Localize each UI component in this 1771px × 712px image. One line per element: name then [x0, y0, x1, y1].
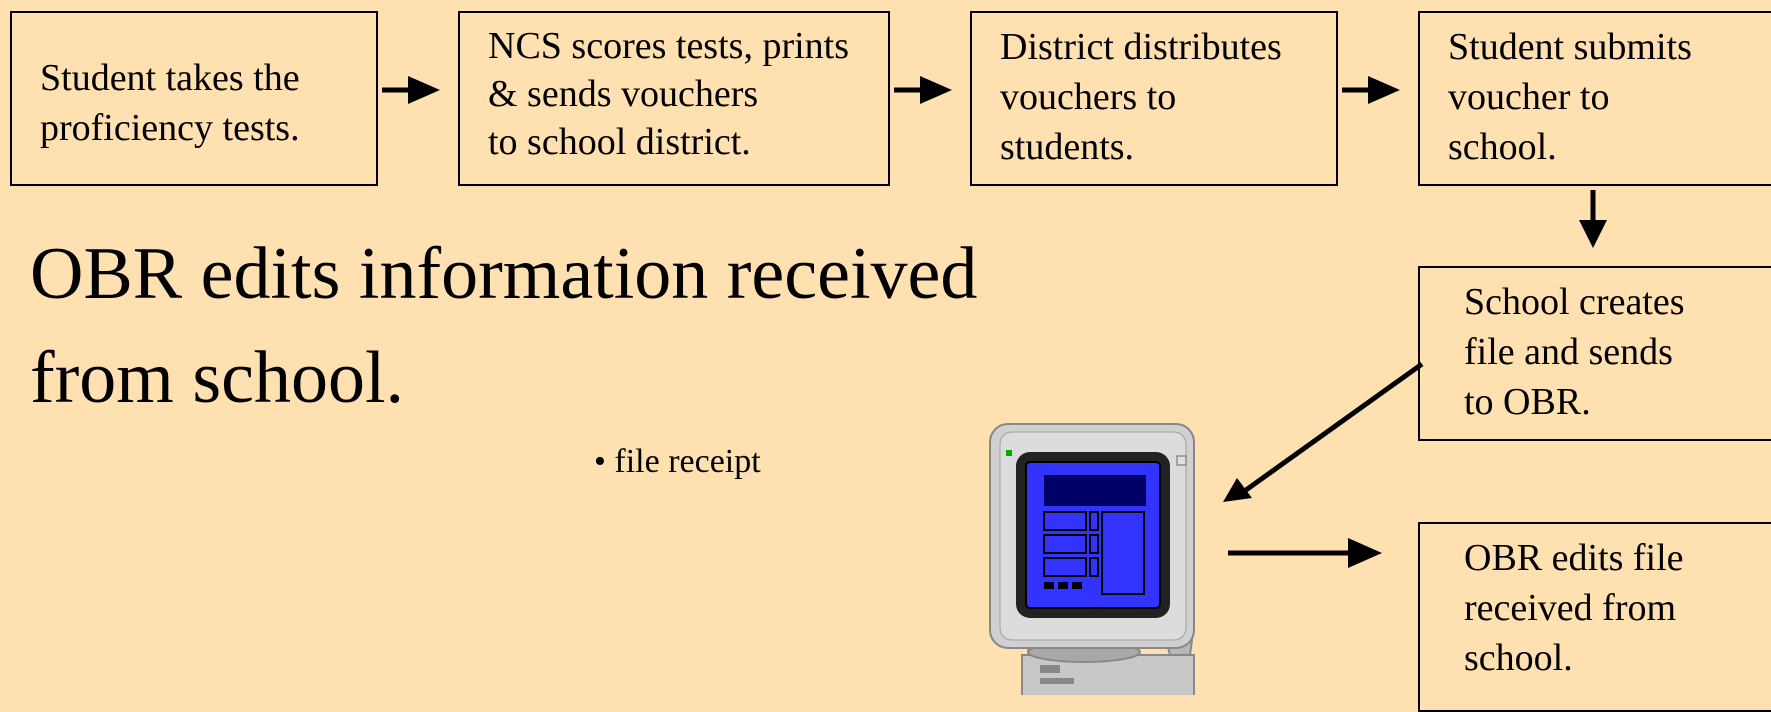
- step-text-student-takes-tests: Student takes the proficiency tests.: [40, 57, 300, 149]
- step-box-student-submits: [1418, 11, 1771, 186]
- arrow-computer-to-step6: [1228, 538, 1382, 568]
- computer-monitor-icon: [989, 423, 1195, 695]
- arrow-step5-to-computer: [1223, 361, 1424, 502]
- step-box-district-distributes: [970, 11, 1338, 186]
- step-text-district-distributes: District distributes vouchers to student…: [1000, 26, 1282, 168]
- slide-title: OBR edits information received from scho…: [30, 233, 978, 419]
- step-box-ncs-scores-tests: [458, 11, 890, 186]
- step-box-student-takes-tests: [10, 11, 378, 186]
- step-text-ncs-scores-tests: NCS scores tests, prints & sends voucher…: [488, 25, 849, 163]
- arrow-step3-to-step4: [1342, 76, 1400, 104]
- arrow-step1-to-step2: [382, 76, 440, 104]
- step-text-obr-edits-file: OBR edits file received from school.: [1464, 537, 1684, 679]
- step-box-school-creates-file: [1418, 266, 1771, 441]
- step-text-student-submits: Student submits voucher to school.: [1448, 26, 1692, 168]
- arrow-step4-to-step5: [1579, 190, 1607, 248]
- arrow-step2-to-step3: [894, 76, 952, 104]
- step-box-obr-edits-file: [1418, 522, 1771, 712]
- bullet-file-receipt: • file receipt: [594, 443, 761, 480]
- step-text-school-creates-file: School creates file and sends to OBR.: [1464, 281, 1685, 423]
- diagram-graphics: [382, 76, 1607, 695]
